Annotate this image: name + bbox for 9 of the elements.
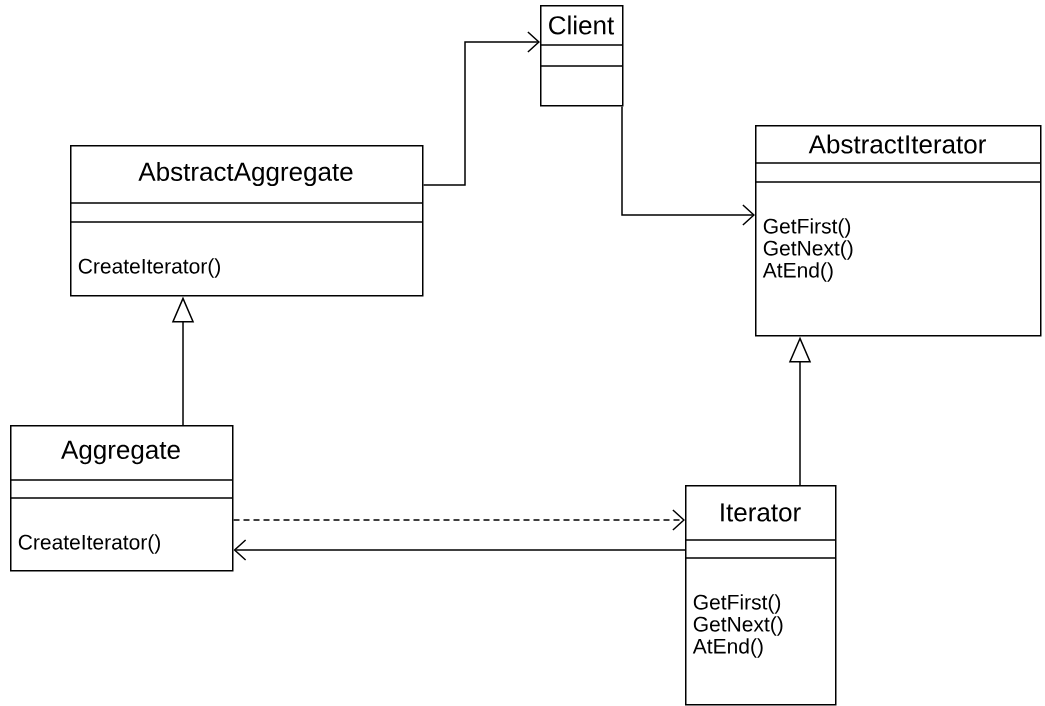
association-arrow	[422, 31, 540, 186]
class-box: Client	[539, 5, 624, 107]
dependency-arrow	[232, 509, 685, 531]
class-box: Iterator GetFirst() GetNext() AtEnd()	[684, 485, 837, 706]
class-box: Aggregate CreateIterator()	[9, 425, 234, 572]
class-box: AbstractIterator GetFirst() GetNext() AtEnd()	[754, 125, 1042, 337]
association-arrow	[621, 105, 755, 226]
class-box: AbstractAggregate CreateIterator()	[69, 145, 424, 297]
association-arrow	[233, 539, 686, 561]
